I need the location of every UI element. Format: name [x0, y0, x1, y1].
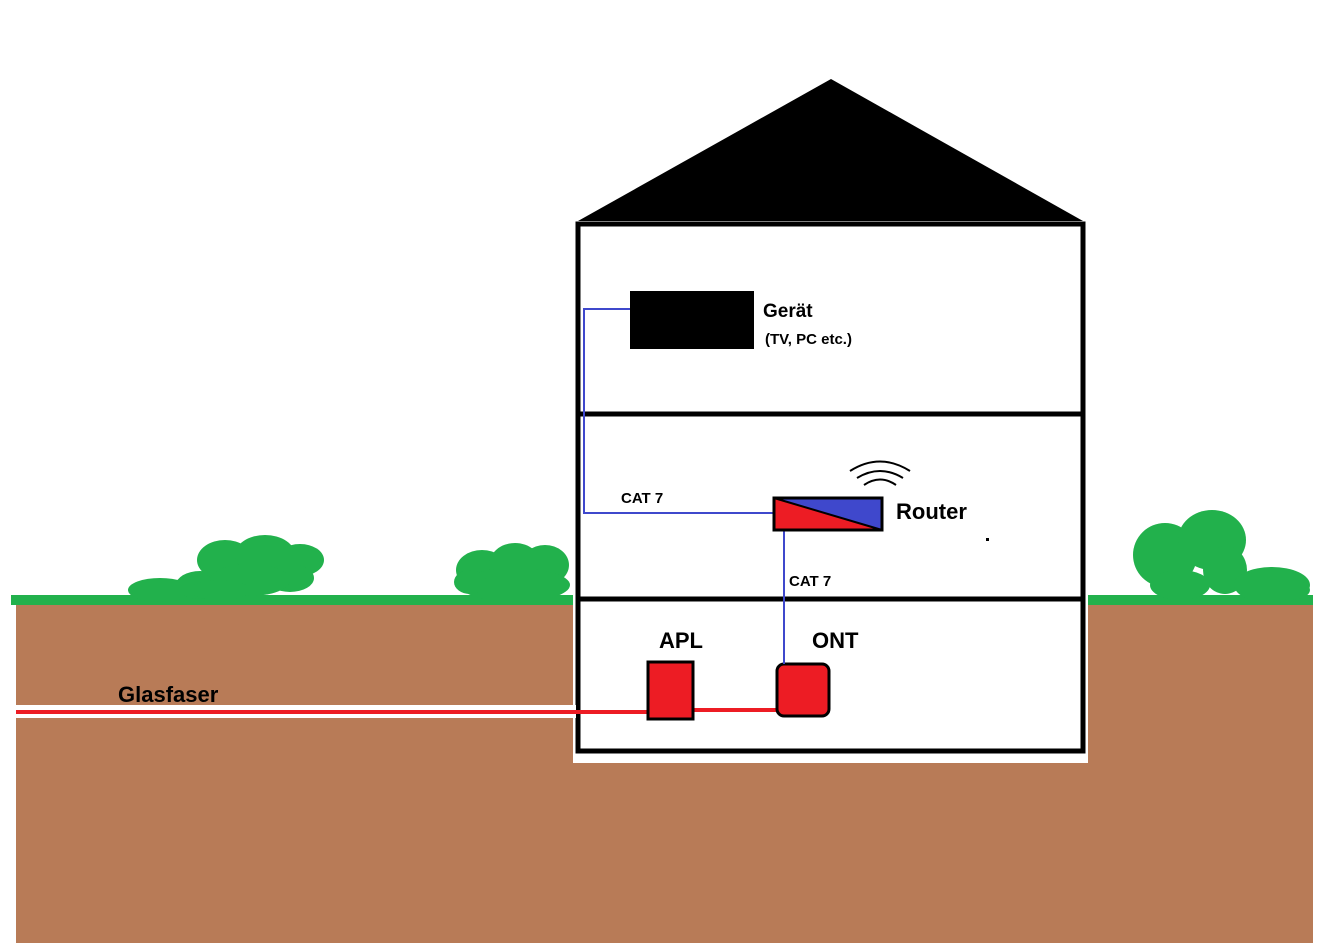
- wifi-icon: [849, 460, 911, 486]
- label-apl: APL: [659, 628, 703, 653]
- device-screen: [630, 291, 754, 349]
- grass-right: [1086, 595, 1313, 605]
- house-structure: [575, 221, 1086, 754]
- label-ont: ONT: [812, 628, 859, 653]
- apl-box: [646, 660, 695, 721]
- label-device-sub: (TV, PC etc.): [765, 331, 852, 348]
- router: [772, 496, 884, 532]
- house-roof: [578, 79, 1083, 221]
- router-outline: [772, 496, 884, 532]
- stray-dot: [986, 538, 989, 541]
- label-cat7-upper: CAT 7: [621, 490, 663, 507]
- label-router: Router: [896, 499, 967, 524]
- bush-middle: [454, 543, 570, 602]
- ground: [11, 595, 1313, 943]
- router-diagonal: [773, 497, 883, 531]
- cat7-cables: [583, 308, 785, 664]
- grass-left: [11, 595, 577, 605]
- house-outline: [575, 221, 1086, 754]
- bush-left: [128, 535, 324, 602]
- label-fiber: Glasfaser: [118, 682, 219, 707]
- bush-right: [1133, 510, 1310, 603]
- ont-box: [775, 662, 831, 718]
- label-device: Gerät: [763, 301, 813, 322]
- cat7-cable-router-device: [583, 308, 774, 514]
- label-cat7-lower: CAT 7: [789, 573, 831, 590]
- soil-bottom: [16, 763, 1313, 943]
